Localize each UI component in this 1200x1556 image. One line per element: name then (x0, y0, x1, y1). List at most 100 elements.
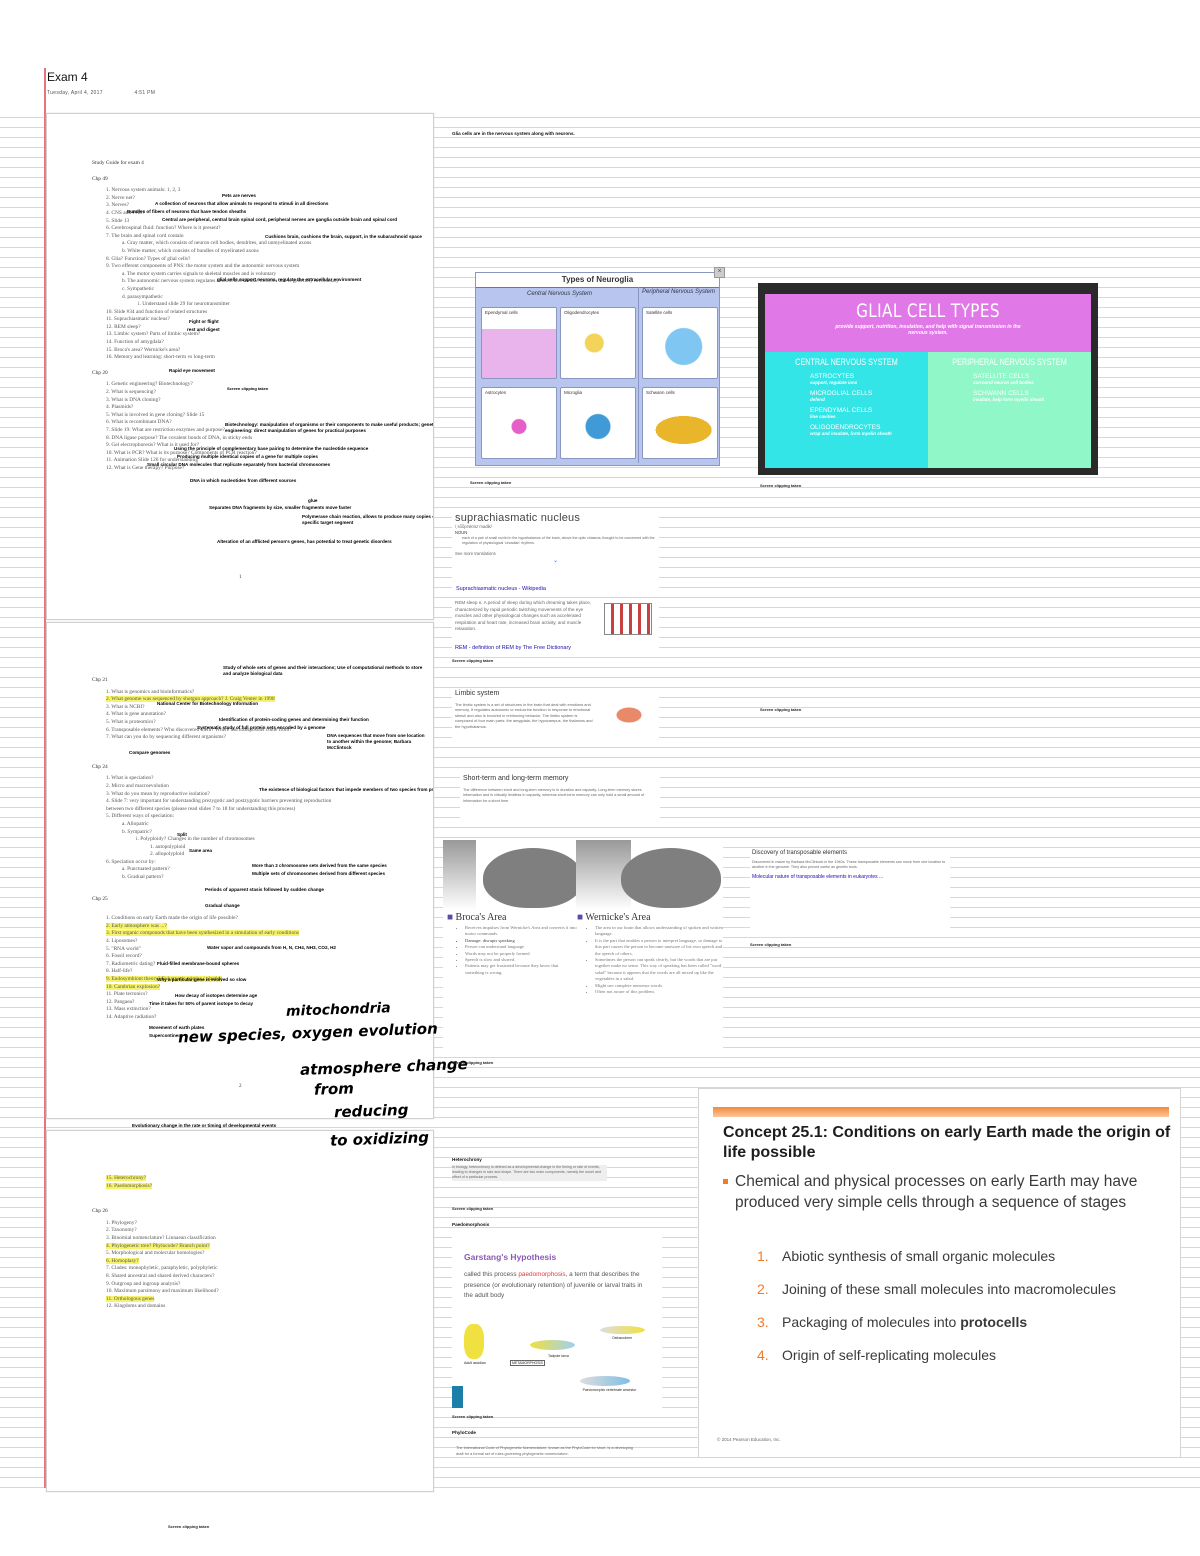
annotation: National Center for Biotechnology Inform… (157, 701, 259, 706)
ch49-item: a. The motor system carries signals to s… (122, 270, 277, 277)
study-guide-heading: Study Guide for exam 4 (92, 160, 144, 166)
ch25-item: 6. Fossil record? (106, 953, 142, 960)
chapter-21-label: Chp 21 (92, 677, 108, 683)
ch25-item: 15. Heterochrony? (106, 1175, 147, 1181)
neuroglia-title: Types of Neuroglia (476, 273, 719, 288)
brain-image-wernicke (621, 848, 721, 908)
broca-wernicke-slide: ■ Broca's Area Receives impulses from We… (443, 840, 723, 1050)
ch20-item: 4. Plasmids? (106, 404, 134, 411)
annotation: rest and digest (187, 327, 220, 332)
annotation: Study of whole sets of genes and their i… (223, 665, 423, 676)
ch25-item: 1. Conditions on early Earth made the or… (106, 915, 238, 922)
limbic-brain-image (604, 700, 654, 730)
clip-caption: Screen clipping taken (452, 658, 494, 663)
ch49-item: 16. Memory and learning: short-term vs l… (106, 354, 215, 361)
annotation: Compare genomes (129, 750, 171, 755)
concept-title: Concept 25.1: Conditions on early Earth … (723, 1124, 1171, 1161)
ch26-item: 3. Binomial nomenclature? Linnaean class… (106, 1234, 216, 1241)
page-number: 2 (239, 1084, 242, 1089)
satellite-cells-panel: Satellite cells (642, 307, 718, 379)
ch25-item: 5. "RNA world" (106, 945, 141, 952)
ch26-item: 11. Orthologous genes (106, 1295, 155, 1302)
ascidian-image (464, 1324, 484, 1359)
annotation: A collection of neurons that allow anima… (155, 201, 329, 206)
ch20-item: 2. What is sequencing? (106, 389, 156, 396)
annotation: Using the principle of complementary bas… (174, 446, 369, 451)
memory-card: Short-term and long-term memory The diff… (460, 773, 660, 823)
annotation: Fluid-filled membrane-bound spheres (157, 961, 240, 966)
glial-cell-types-figure: GLIAL CELL TYPES provide support, nutrit… (758, 283, 1098, 475)
ch20-item: 12. What is Gene therapy? Purpose? (106, 464, 185, 471)
ch49-item: 13. Limbic system? Parts of limbic syste… (106, 331, 201, 338)
chapter-20-label: Chp 20 (92, 369, 108, 376)
annotation: Biotechnology: manipulation of organisms… (225, 422, 434, 433)
page-date: Tuesday, April 4, 2017 (47, 90, 103, 96)
scn-search-card: suprachiasmatic nucleus /ˌso͞oprəkīəzˈma… (452, 508, 659, 596)
ch21-item: 5. What is proteomics? (106, 718, 156, 725)
rem-link[interactable]: REM - definition of REM by The Free Dict… (455, 645, 572, 651)
close-icon[interactable]: × (714, 267, 725, 278)
annotation: Evolutionary change in the rate or timin… (132, 1123, 277, 1128)
ch26-item: 2. Taxonomy? (106, 1227, 137, 1234)
annotation: Cushions brain, cushions the brain, supp… (265, 234, 422, 239)
concept-step: 4.Origin of self-replicating molecules (757, 1347, 996, 1363)
ch25-item: 11. Plate tectonics? (106, 991, 148, 998)
annotation: glue (308, 498, 318, 503)
ch49-item: 12. REM sleep? (106, 323, 141, 330)
annotation: Time it takes for 50% of parent isotope … (149, 1001, 254, 1006)
clip-caption: Screen clipping taken (760, 707, 802, 712)
rem-card: REM sleep n. A period of sleep during wh… (452, 598, 659, 656)
expand-chevron-icon[interactable]: ⌄ (552, 558, 559, 565)
ch49-item: i. Understand slide 29 for neurotransmit… (138, 301, 230, 308)
concept-25-1-slide: Concept 25.1: Conditions on early Earth … (698, 1088, 1181, 1458)
broca-title: Broca's Area (455, 912, 507, 923)
annotation: More than 2 chromosome sets derived from… (252, 863, 387, 868)
ch49-item: b. The autonomic nervous system regulate… (122, 278, 339, 285)
transposable-link[interactable]: Molecular nature of transposable element… (752, 874, 884, 881)
astrocytes-panel: Astrocytes (481, 387, 557, 459)
ch49-item: c. Sympathetic (122, 285, 155, 292)
annotation: Bundles of fibers of neurons that have t… (127, 209, 247, 214)
ch25-item: 3. First organic compounds that have bee… (106, 930, 300, 937)
ch49-item: 1. Nervous system animals: 1, 2, 3 (106, 187, 181, 194)
ch24-item: 2. Micro and macroevolution (106, 782, 169, 789)
phylocode-text: The International Code of Phylogenetic N… (456, 1446, 633, 1456)
schwann-cells-panel: Schwann cells (642, 387, 718, 459)
ch20-item: 3. What is DNA cloning? (106, 396, 161, 403)
ch24-item: 5. Different ways of speciation: (106, 813, 175, 820)
wernicke-title: Wernicke's Area (585, 912, 651, 923)
ch49-item: 15. Broca's area? Wernicke's area? (106, 346, 181, 353)
ch24-item: 1. autopolyploid (150, 843, 186, 850)
microglia-panel: Microglia (560, 387, 636, 459)
annotation: Identification of protein-coding genes a… (219, 717, 369, 722)
ch49-item: d. parasympathetic (122, 293, 163, 300)
ch20-item: 9. Gel electrophoresis? What is it used … (106, 442, 200, 449)
ch49-item: 3. Nerves? (106, 202, 130, 209)
ch20-item: 7. Slide 19: What are restriction enzyme… (106, 427, 225, 433)
ch24-item: b. Gradual pattern? (122, 874, 164, 881)
concept-steps: 1.Abiotic synthesis of small organic mol… (757, 1247, 1157, 1379)
tadpole-image (530, 1340, 575, 1350)
ch26-item: 7. Clades: monophyletic, paraphyletic, p… (106, 1265, 218, 1272)
glial-title: GLIAL CELL TYPES (856, 300, 1000, 322)
page-title: Exam 4 (47, 70, 88, 84)
phylocode-label: PhyloCode (452, 1430, 476, 1435)
ch24-item: a. Allopatric (122, 820, 149, 827)
scn-wikipedia-link[interactable]: Suprachiasmatic nucleus - Wikipedia (456, 586, 546, 592)
ch25-item: 2. Early atmosphere was ...? (106, 922, 167, 929)
neuroglia-pns-heading: Peripheral Nervous System (641, 289, 716, 295)
ch25-item: 16. Paedomorphosis? (106, 1182, 153, 1189)
ch49-item: 14. Function of amygdala? (106, 339, 164, 346)
ch20-item: 6. What is recombinant DNA? (106, 419, 172, 426)
clip-caption: Screen clipping taken (750, 942, 792, 947)
ch26-item: 10. Maximum parsimony and maximum likeli… (106, 1288, 219, 1295)
annotation: Central are peripheral, central brain sp… (162, 217, 398, 222)
concept-step: 3.Packaging of molecules into protocells (757, 1314, 1028, 1330)
ch49-item: b. White matter, which consists of bundl… (122, 247, 259, 254)
garstang-title: Garstang's Hypothesis (464, 1252, 557, 1262)
footer-caption: Screen clipping taken (168, 1524, 210, 1529)
ch25-item: 14. Adaptive radiation? (106, 1013, 157, 1020)
paedomorphosis-label: Paedomorphosis (452, 1222, 490, 1227)
ch20-item: 5. What is involved in gene cloning? Sli… (106, 411, 205, 418)
